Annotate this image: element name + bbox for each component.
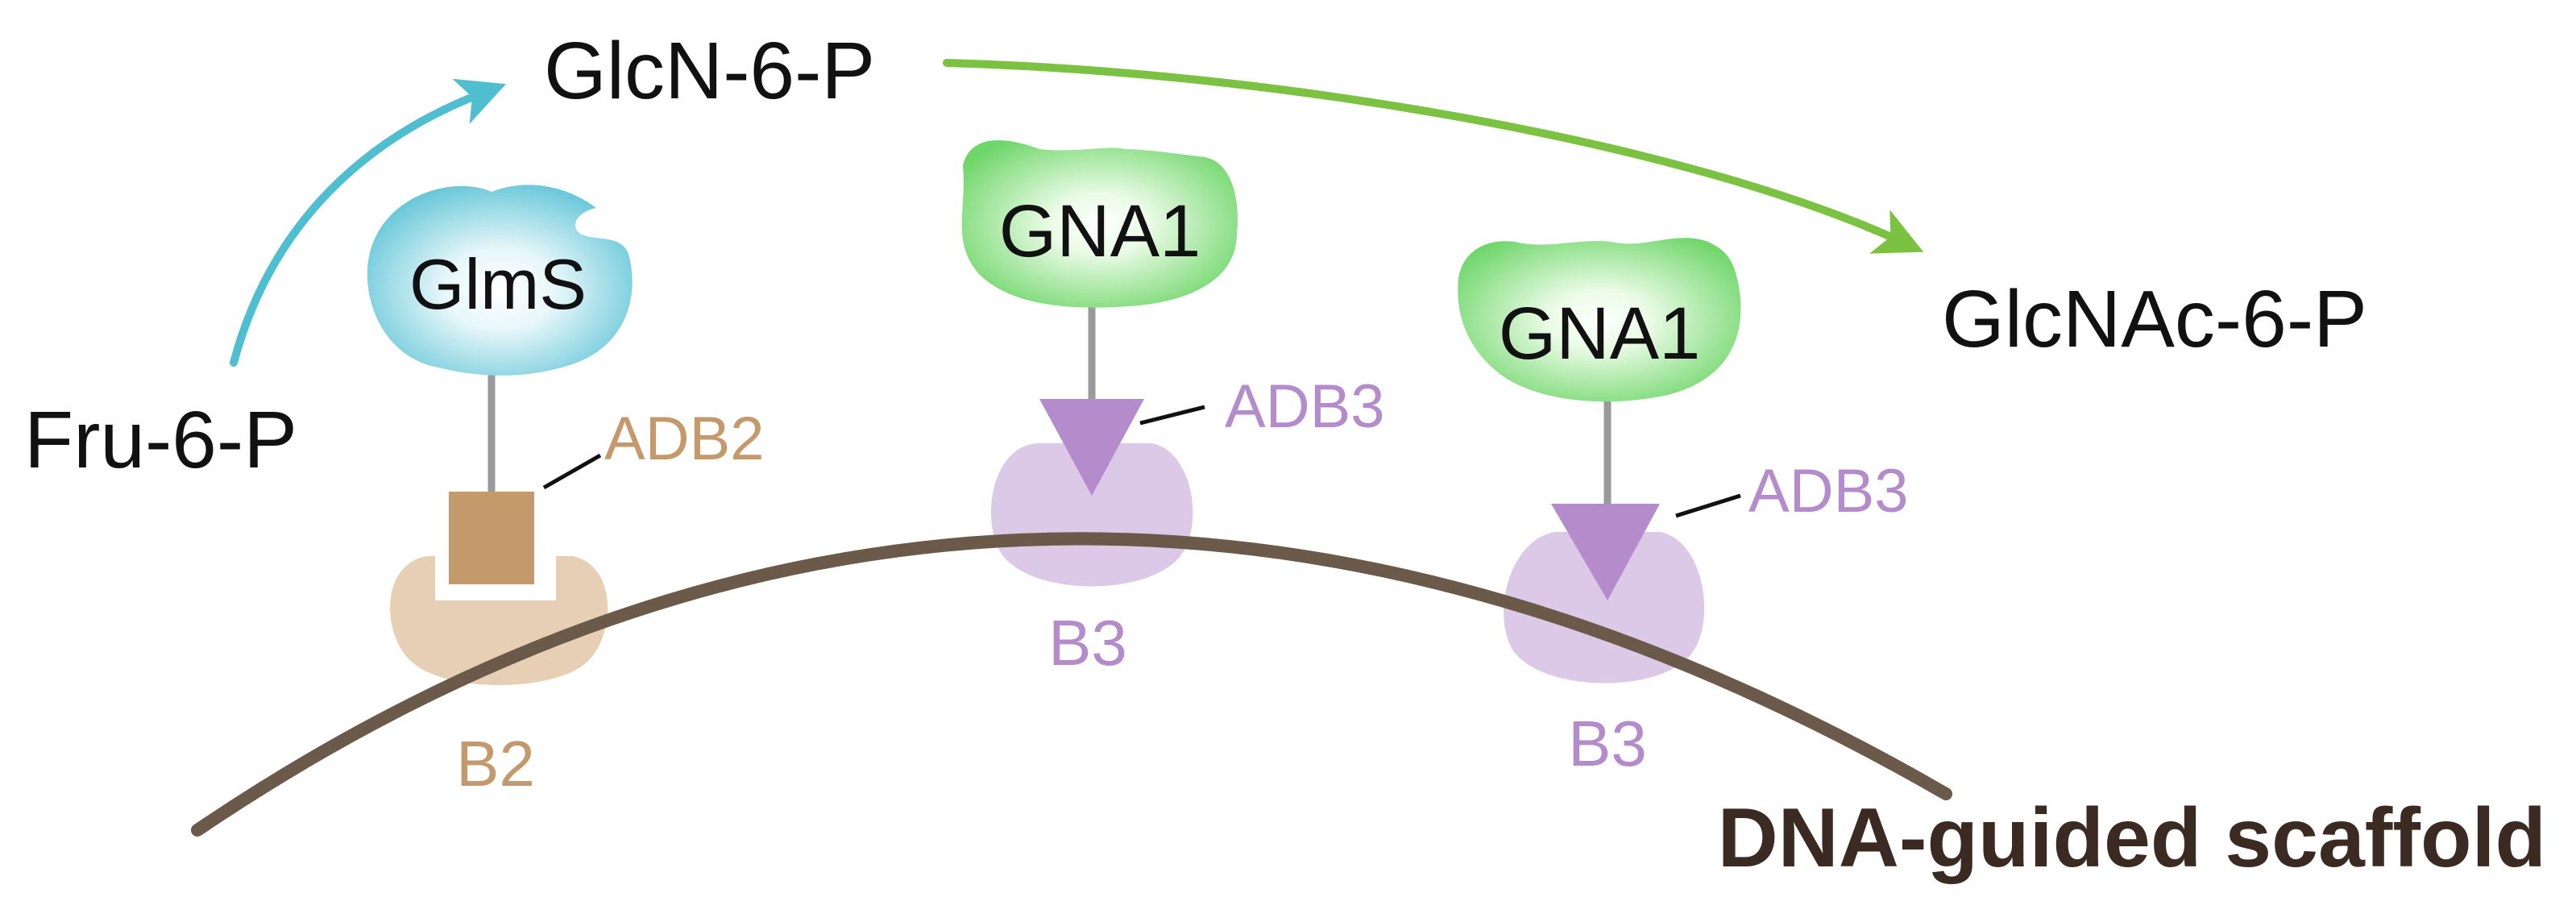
label-glcnac6p: GlcNAc-6-P bbox=[1942, 274, 2367, 364]
label-adb3-left: ADB3 bbox=[1225, 372, 1385, 441]
label-gna1-left: GNA1 bbox=[999, 190, 1201, 272]
label-glcn6p: GlcN-6-P bbox=[544, 26, 875, 116]
label-glms: GlmS bbox=[409, 244, 587, 324]
label-fru6p: Fru-6-P bbox=[24, 395, 297, 485]
label-scaffold: DNA-guided scaffold bbox=[1718, 791, 2546, 885]
label-b3-right: B3 bbox=[1568, 708, 1647, 779]
label-b3-left: B3 bbox=[1048, 607, 1127, 679]
b2-binding-domain bbox=[390, 556, 608, 685]
label-adb2: ADB2 bbox=[604, 405, 765, 473]
adb3-tag-left bbox=[1039, 399, 1144, 496]
adb3-leader-right bbox=[1675, 493, 1741, 518]
b3-binding-domain-left bbox=[991, 443, 1193, 587]
label-adb3-right: ADB3 bbox=[1748, 457, 1909, 525]
adb3-tag-right bbox=[1551, 504, 1660, 600]
b3-binding-domain-right bbox=[1504, 532, 1705, 683]
glms-enzyme bbox=[367, 185, 633, 376]
gna1-enzyme-right bbox=[1458, 238, 1741, 402]
reaction-arrow-fru6p-to-glcn6p bbox=[230, 78, 507, 367]
label-gna1-right: GNA1 bbox=[1499, 293, 1701, 375]
adb3-leader-left bbox=[1139, 405, 1205, 426]
reaction-arrow-glcn6p-to-glcnac6p bbox=[943, 59, 1924, 254]
label-b2: B2 bbox=[456, 728, 535, 800]
dna-scaffold-curve bbox=[191, 532, 1952, 837]
adb2-leader bbox=[542, 453, 602, 490]
adb2-tag bbox=[449, 492, 534, 584]
gna1-enzyme-left bbox=[961, 139, 1238, 308]
